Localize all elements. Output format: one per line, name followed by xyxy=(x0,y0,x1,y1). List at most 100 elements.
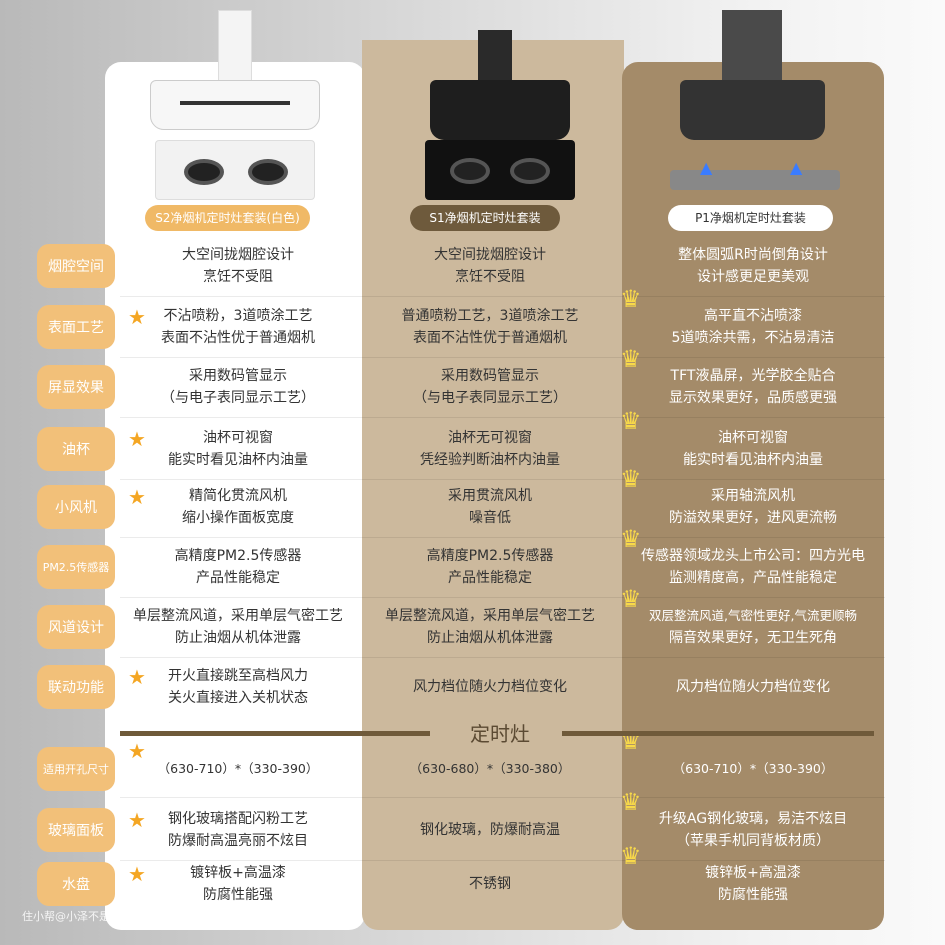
star-icon: ★ xyxy=(128,485,146,509)
cell-s1: 风力档位随火力档位变化 xyxy=(365,676,615,698)
cell-line: 高精度PM2.5传感器 xyxy=(426,548,554,564)
row-label: 联动功能 xyxy=(37,665,115,709)
cell-s2: 精简化贯流风机缩小操作面板宽度 xyxy=(113,485,363,529)
cell-line: 升级AG钢化玻璃，易洁不炫目 xyxy=(658,811,848,827)
row-label: 表面工艺 xyxy=(37,305,115,349)
row-label: 小风机 xyxy=(37,485,115,529)
cell-line: 油杯可视窗 xyxy=(718,430,788,446)
cell-p1: 整体圆弧R时尚倒角设计设计感更足更美观 xyxy=(628,244,878,288)
cell-p1: 升级AG钢化玻璃，易洁不炫目 （苹果手机同背板材质） xyxy=(628,808,878,852)
row-label: 适用开孔尺寸 xyxy=(37,747,115,791)
cell-s1: 油杯无可视窗凭经验判断油杯内油量 xyxy=(365,427,615,471)
crown-icon: ♛ xyxy=(620,585,642,613)
cell-line: 高平直不沾喷漆 xyxy=(704,308,802,324)
cell-line: 防止油烟从机体泄露 xyxy=(175,630,301,646)
cell-line: （与电子表同显示工艺） xyxy=(161,390,315,406)
cell-p1: 采用轴流风机防溢效果更好，进风更流畅 xyxy=(628,485,878,529)
section-divider-left xyxy=(120,731,430,736)
row-label: 屏显效果 xyxy=(37,365,115,409)
cell-line: 显示效果更好，品质感更强 xyxy=(669,390,837,406)
cell-line: 采用轴流风机 xyxy=(711,488,795,504)
row-divider xyxy=(120,357,885,358)
cell-line: 开火直接跳至高档风力 xyxy=(168,668,308,684)
cell-s2: 开火直接跳至高档风力关火直接进入关机状态 xyxy=(113,665,363,709)
cell-line: 单层整流风道，采用单层气密工艺 xyxy=(133,608,343,624)
s1-product-image xyxy=(400,10,590,200)
cell-s2: 高精度PM2.5传感器产品性能稳定 xyxy=(113,545,363,589)
star-icon: ★ xyxy=(128,739,146,763)
cell-s1: 钢化玻璃，防爆耐高温 xyxy=(365,819,615,841)
cell-s1: 采用贯流风机噪音低 xyxy=(365,485,615,529)
cell-line: （630-710）*（330-390） xyxy=(157,761,319,776)
cell-line: （630-710）*（330-390） xyxy=(672,761,834,776)
cell-s2: 采用数码管显示（与电子表同显示工艺） xyxy=(113,365,363,409)
cell-line: 防爆耐高温亮丽不炫目 xyxy=(168,833,308,849)
cell-line: 防腐性能强 xyxy=(718,887,788,903)
row-divider xyxy=(120,657,885,658)
product-pill-s1: S1净烟机定时灶套装 xyxy=(410,205,560,231)
cell-line: 整体圆弧R时尚倒角设计 xyxy=(678,247,828,263)
cell-s2: 镀锌板+高温漆防腐性能强 xyxy=(113,862,363,906)
star-icon: ★ xyxy=(128,305,146,329)
p1-product-image: ▲▲ xyxy=(660,10,850,200)
watermark: 住小帮@小泽不是甜妹oo xyxy=(22,910,146,923)
s2-product-image xyxy=(140,10,330,200)
cell-line: 风力档位随火力档位变化 xyxy=(413,679,567,695)
cell-line: 单层整流风道，采用单层气密工艺 xyxy=(385,608,595,624)
row-divider xyxy=(120,479,885,480)
cell-line: 大空间拢烟腔设计 xyxy=(182,247,294,263)
cell-line: 防止油烟从机体泄露 xyxy=(427,630,553,646)
cell-s2: 不沾喷粉，3道喷涂工艺表面不沾性优于普通烟机 xyxy=(113,305,363,349)
row-divider xyxy=(120,296,885,297)
cell-line: 噪音低 xyxy=(469,510,511,526)
crown-icon: ♛ xyxy=(620,788,642,816)
cell-s2: 油杯可视窗能实时看见油杯内油量 xyxy=(113,427,363,471)
cell-s1: 高精度PM2.5传感器产品性能稳定 xyxy=(365,545,615,589)
cell-line: 防腐性能强 xyxy=(203,887,273,903)
cell-s1: 大空间拢烟腔设计烹饪不受阻 xyxy=(365,244,615,288)
cell-line: 防溢效果更好，进风更流畅 xyxy=(669,510,837,526)
row-divider xyxy=(120,860,885,861)
cell-line: 采用贯流风机 xyxy=(448,488,532,504)
cell-p1: （630-710）*（330-390） xyxy=(628,758,878,780)
cell-line: 表面不沾性优于普通烟机 xyxy=(161,330,315,346)
row-label: 水盘 xyxy=(37,862,115,906)
cell-line: 设计感更足更美观 xyxy=(697,269,809,285)
crown-icon: ♛ xyxy=(620,842,642,870)
cell-line: 镀锌板+高温漆 xyxy=(190,865,286,881)
cell-s2: 钢化玻璃搭配闪粉工艺防爆耐高温亮丽不炫目 xyxy=(113,808,363,852)
cell-p1: 双层整流风道,气密性更好,气流更顺畅隔音效果更好，无卫生死角 xyxy=(628,605,878,649)
cell-line: 油杯无可视窗 xyxy=(448,430,532,446)
cell-line: 凭经验判断油杯内油量 xyxy=(420,452,560,468)
cell-p1: 镀锌板+高温漆防腐性能强 xyxy=(628,862,878,906)
cell-line: 表面不沾性优于普通烟机 xyxy=(413,330,567,346)
row-divider xyxy=(120,797,885,798)
cell-s1: 采用数码管显示（与电子表同显示工艺） xyxy=(365,365,615,409)
section-divider-right xyxy=(562,731,874,736)
cell-line: 风力档位随火力档位变化 xyxy=(676,679,830,695)
cell-line: （与电子表同显示工艺） xyxy=(413,390,567,406)
cell-line: （苹果手机同背板材质） xyxy=(676,833,830,849)
cell-line: 钢化玻璃搭配闪粉工艺 xyxy=(168,811,308,827)
cell-line: 镀锌板+高温漆 xyxy=(705,865,801,881)
cell-line: 关火直接进入关机状态 xyxy=(168,690,308,706)
cell-line: 烹饪不受阻 xyxy=(455,269,525,285)
cell-line: TFT液晶屏，光学胶全贴合 xyxy=(670,368,836,384)
cell-p1: TFT液晶屏，光学胶全贴合显示效果更好，品质感更强 xyxy=(628,365,878,409)
crown-icon: ♛ xyxy=(620,407,642,435)
cell-p1: 传感器领域龙头上市公司：四方光电监测精度高，产品性能稳定 xyxy=(628,545,878,589)
cell-line: 隔音效果更好，无卫生死角 xyxy=(669,630,837,646)
cell-line: 监测精度高，产品性能稳定 xyxy=(669,570,837,586)
cell-line: 能实时看见油杯内油量 xyxy=(168,452,308,468)
cell-s1: 普通喷粉工艺，3道喷涂工艺表面不沾性优于普通烟机 xyxy=(365,305,615,349)
cell-line: 不锈钢 xyxy=(469,876,511,892)
row-divider xyxy=(120,597,885,598)
star-icon: ★ xyxy=(128,665,146,689)
product-pill-p1: P1净烟机定时灶套装 xyxy=(668,205,833,231)
row-label: 油杯 xyxy=(37,427,115,471)
crown-icon: ♛ xyxy=(620,465,642,493)
cell-line: 能实时看见油杯内油量 xyxy=(683,452,823,468)
cell-s1: 单层整流风道，采用单层气密工艺防止油烟从机体泄露 xyxy=(365,605,615,649)
cell-line: 双层整流风道,气密性更好,气流更顺畅 xyxy=(649,608,857,623)
